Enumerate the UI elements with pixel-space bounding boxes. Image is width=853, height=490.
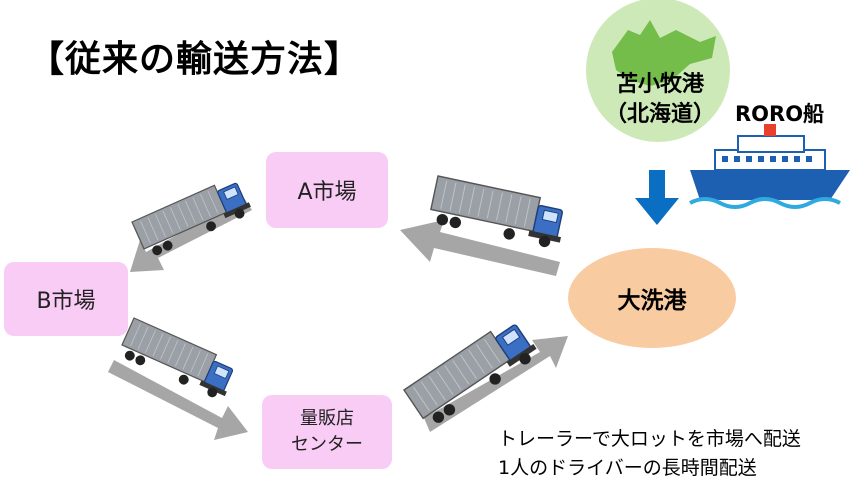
- hokkaido-map-icon: [612, 20, 716, 86]
- oarai-port-label: 大洗港: [617, 288, 687, 314]
- delivery-note-line-1: トレーラーで大ロットを市場へ配送: [498, 428, 801, 450]
- origin-port-name: 苫小牧港: [615, 72, 704, 97]
- mass-retail-label-2: センター: [291, 434, 363, 455]
- page-title: 【従来の輸送方法】: [28, 39, 362, 80]
- market-a-label: A市場: [297, 180, 357, 205]
- ship-label: RORO船: [735, 102, 825, 126]
- market-a-node: A市場: [266, 152, 388, 228]
- origin-port-label: 苫小牧港 （北海道）: [590, 70, 730, 130]
- oarai-port-node: 大洗港: [568, 248, 736, 348]
- mass-retail-node: 量販店 センター: [262, 395, 392, 469]
- truck-icon: [116, 317, 240, 403]
- down-arrow-icon: [635, 170, 679, 225]
- ferry-ship-icon: [689, 124, 850, 209]
- market-b-label: B市場: [36, 289, 96, 314]
- market-b-node: B市場: [4, 262, 128, 336]
- origin-port-region: （北海道）: [604, 102, 715, 127]
- mass-retail-label-1: 量販店: [300, 408, 354, 429]
- delivery-note-line-2: 1人のドライバーの長時間配送: [498, 457, 757, 479]
- delivery-note: トレーラーで大ロットを市場へ配送 1人のドライバーの長時間配送: [498, 425, 801, 483]
